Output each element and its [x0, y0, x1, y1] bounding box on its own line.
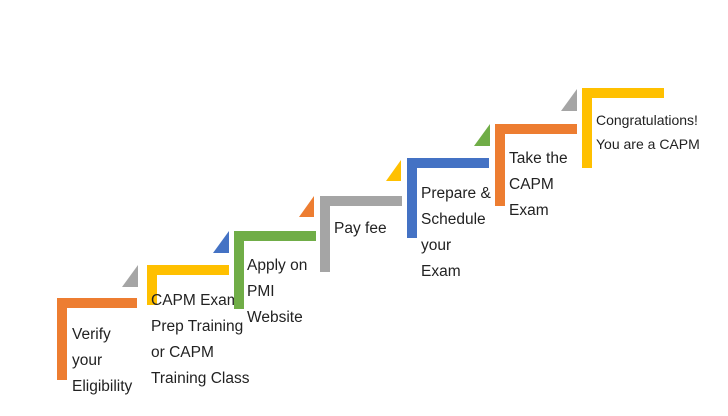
step-6-line-2: CAPM	[509, 176, 554, 193]
step-5-top-bar	[407, 158, 489, 168]
step-3-top-bar	[234, 231, 316, 241]
step-1-line-1: Verify	[72, 326, 111, 343]
step-7-line-1: Congratulations!	[596, 112, 698, 128]
step-2-corner-triangle	[122, 265, 138, 287]
step-7-corner-triangle	[561, 89, 577, 111]
step-2-side-bar	[147, 265, 157, 305]
step-5-corner-triangle	[386, 160, 401, 181]
step-6-line-1: Take the	[509, 150, 568, 167]
step-3-line-3: Website	[247, 309, 303, 326]
step-2-line-1: CAPM Exam	[151, 292, 240, 309]
step-5-line-1: Prepare &	[421, 185, 491, 202]
step-5-line-2: Schedule	[421, 211, 486, 228]
step-2-line-2: Prep Training	[151, 318, 244, 335]
step-3-corner-triangle	[213, 231, 229, 253]
step-2-line-4: Training Class	[151, 370, 250, 387]
step-3-label: Apply on PMI Website	[247, 253, 307, 331]
step-1-side-bar	[57, 298, 67, 380]
step-6-top-bar	[495, 124, 577, 134]
step-2-top-bar	[147, 265, 229, 275]
step-4-top-bar	[320, 196, 402, 206]
step-7-side-bar	[582, 88, 592, 168]
step-4-side-bar	[320, 196, 330, 272]
step-4-corner-triangle	[299, 196, 314, 217]
step-6-label: Take the CAPM Exam	[509, 146, 568, 224]
step-4-line-1: Pay fee	[334, 220, 387, 237]
step-6-line-3: Exam	[509, 202, 549, 219]
step-3-line-2: PMI	[247, 283, 275, 300]
step-1-label: Verify your Eligibility	[72, 322, 132, 400]
step-3-line-1: Apply on	[247, 257, 308, 274]
step-6-side-bar	[495, 124, 505, 206]
step-6-corner-triangle	[474, 124, 490, 146]
step-2-label: CAPM Exam Prep Training or CAPM Training…	[151, 288, 250, 392]
step-5-line-3: your	[421, 237, 452, 254]
step-1-top-bar	[57, 298, 137, 308]
step-5-side-bar	[407, 158, 417, 238]
step-3-side-bar	[234, 231, 244, 309]
step-7-line-2: You are a CAPM	[596, 136, 700, 152]
step-5-line-4: Exam	[421, 263, 461, 280]
step-1-line-3: Eligibility	[72, 378, 133, 395]
step-2-line-3: or CAPM	[151, 344, 214, 361]
step-1-line-2: your	[72, 352, 103, 369]
step-7-label: Congratulations! You are a CAPM	[596, 108, 700, 156]
step-4-label: Pay fee	[334, 216, 387, 242]
step-5-label: Prepare & Schedule your Exam	[421, 181, 491, 285]
step-7-top-bar	[582, 88, 664, 98]
